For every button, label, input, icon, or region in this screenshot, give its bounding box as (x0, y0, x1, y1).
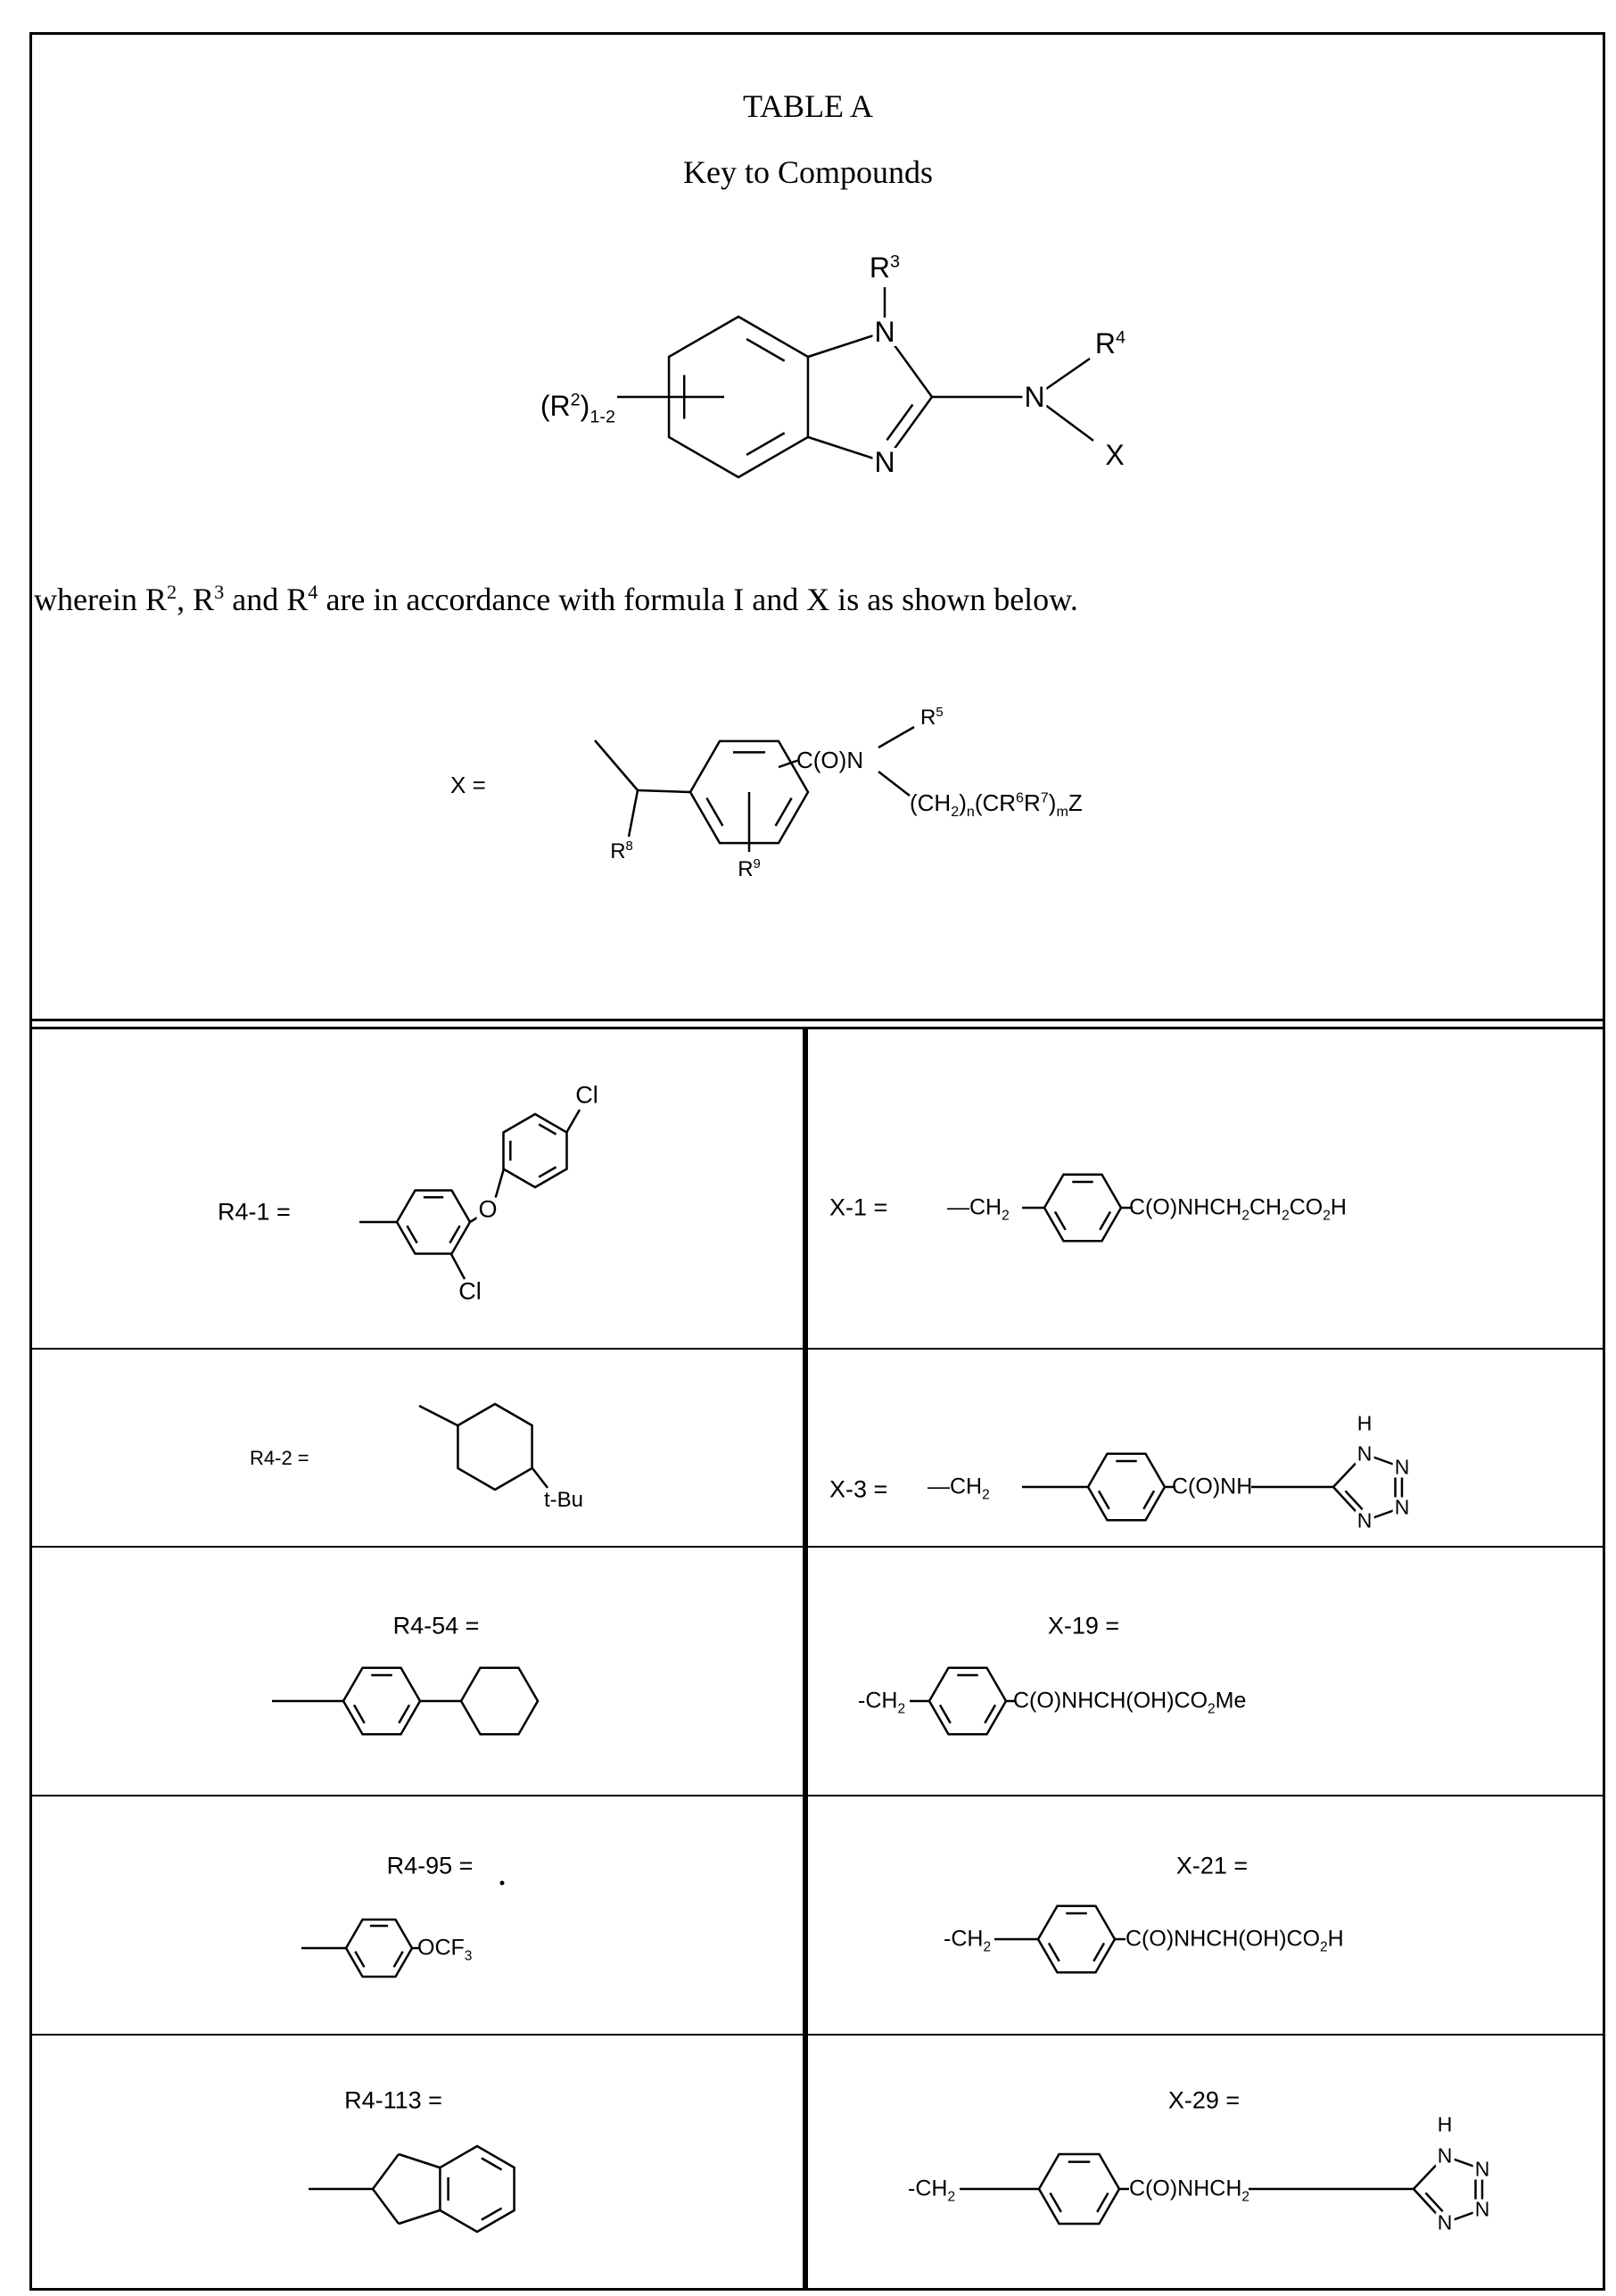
tetrazole-n2: N (1393, 1458, 1412, 1478)
r4-label: R4 (1095, 329, 1125, 358)
table-title: TABLE A (743, 90, 873, 122)
x-1-right-group: C(O)NHCH2CH2CO2H (1129, 1197, 1347, 1219)
oxygen-atom: O (476, 1198, 499, 1222)
row-divider (29, 1795, 1605, 1796)
x-3-right-group: C(O)NH (1172, 1476, 1252, 1499)
row-divider (29, 1546, 1605, 1548)
ocf3-group: OCF3 (417, 1937, 472, 1960)
tetrazole-n3: N (1473, 2200, 1492, 2220)
exo-n-atom: N (1022, 383, 1046, 411)
amide-label: C(O)N (796, 748, 863, 772)
x-3-left-group: —CH2 (928, 1476, 990, 1499)
r3-label: R3 (870, 253, 900, 282)
row-divider (29, 1348, 1605, 1350)
header-divider-top (29, 1019, 1605, 1021)
tetrazole-h: H (1438, 2115, 1453, 2135)
r8-label: R8 (610, 841, 633, 863)
row-divider (29, 2034, 1605, 2036)
n1-atom: N (872, 318, 896, 346)
x-19-left-group: -CH2 (858, 1690, 905, 1713)
r4-2-label: R4-2 = (250, 1449, 309, 1468)
tetrazole-h: H (1357, 1414, 1373, 1434)
r4-95-label: R4-95 = (387, 1854, 474, 1879)
column-divider (803, 1027, 808, 2291)
chain-label: (CH2)n(CR6R7)mZ (910, 791, 1083, 814)
r4-54-label: R4-54 = (393, 1615, 480, 1639)
r4-113-label: R4-113 = (344, 2089, 442, 2113)
tetrazole-n2: N (1473, 2160, 1492, 2180)
x-29-left-group: -CH2 (908, 2178, 955, 2201)
r4-1-label: R4-1 = (218, 1201, 291, 1225)
x-3-label: X-3 = (829, 1478, 887, 1502)
x-19-right-group: C(O)NHCH(OH)CO2Me (1013, 1690, 1246, 1713)
tetrazole-n1: N (1356, 1444, 1374, 1465)
r2-label: (R2)1-2 (540, 392, 615, 420)
x-21-left-group: -CH2 (944, 1928, 991, 1951)
n3-atom: N (872, 448, 896, 476)
tetrazole-n3: N (1393, 1498, 1412, 1518)
x-21-label: X-21 = (1176, 1854, 1248, 1879)
table-frame (29, 32, 1605, 2291)
tetrazole-n4: N (1436, 2213, 1455, 2234)
x-29-label: X-29 = (1168, 2089, 1240, 2113)
chlorine-bottom: Cl (458, 1280, 482, 1304)
x-21-right-group: C(O)NHCH(OH)CO2H (1125, 1928, 1344, 1951)
x-label: X (1105, 441, 1124, 469)
tetrazole-n1: N (1436, 2146, 1455, 2167)
header-divider-bottom (29, 1027, 1605, 1029)
tbu-label: t-Bu (544, 1490, 583, 1511)
x-1-left-group: —CH2 (947, 1197, 1010, 1219)
description-text: wherein R2, R3 and R4 are in accordance … (34, 583, 1078, 615)
tetrazole-n4: N (1356, 1511, 1374, 1532)
chlorine-top: Cl (575, 1084, 598, 1108)
x-19-label: X-19 = (1048, 1615, 1119, 1639)
r5-label: R5 (920, 707, 944, 729)
table-subtitle: Key to Compounds (683, 156, 933, 188)
r9-label: R9 (738, 859, 761, 880)
x-definition-label: X = (450, 773, 486, 797)
x-29-right-group: C(O)NHCH2 (1129, 2178, 1249, 2201)
x-1-label: X-1 = (829, 1196, 887, 1220)
